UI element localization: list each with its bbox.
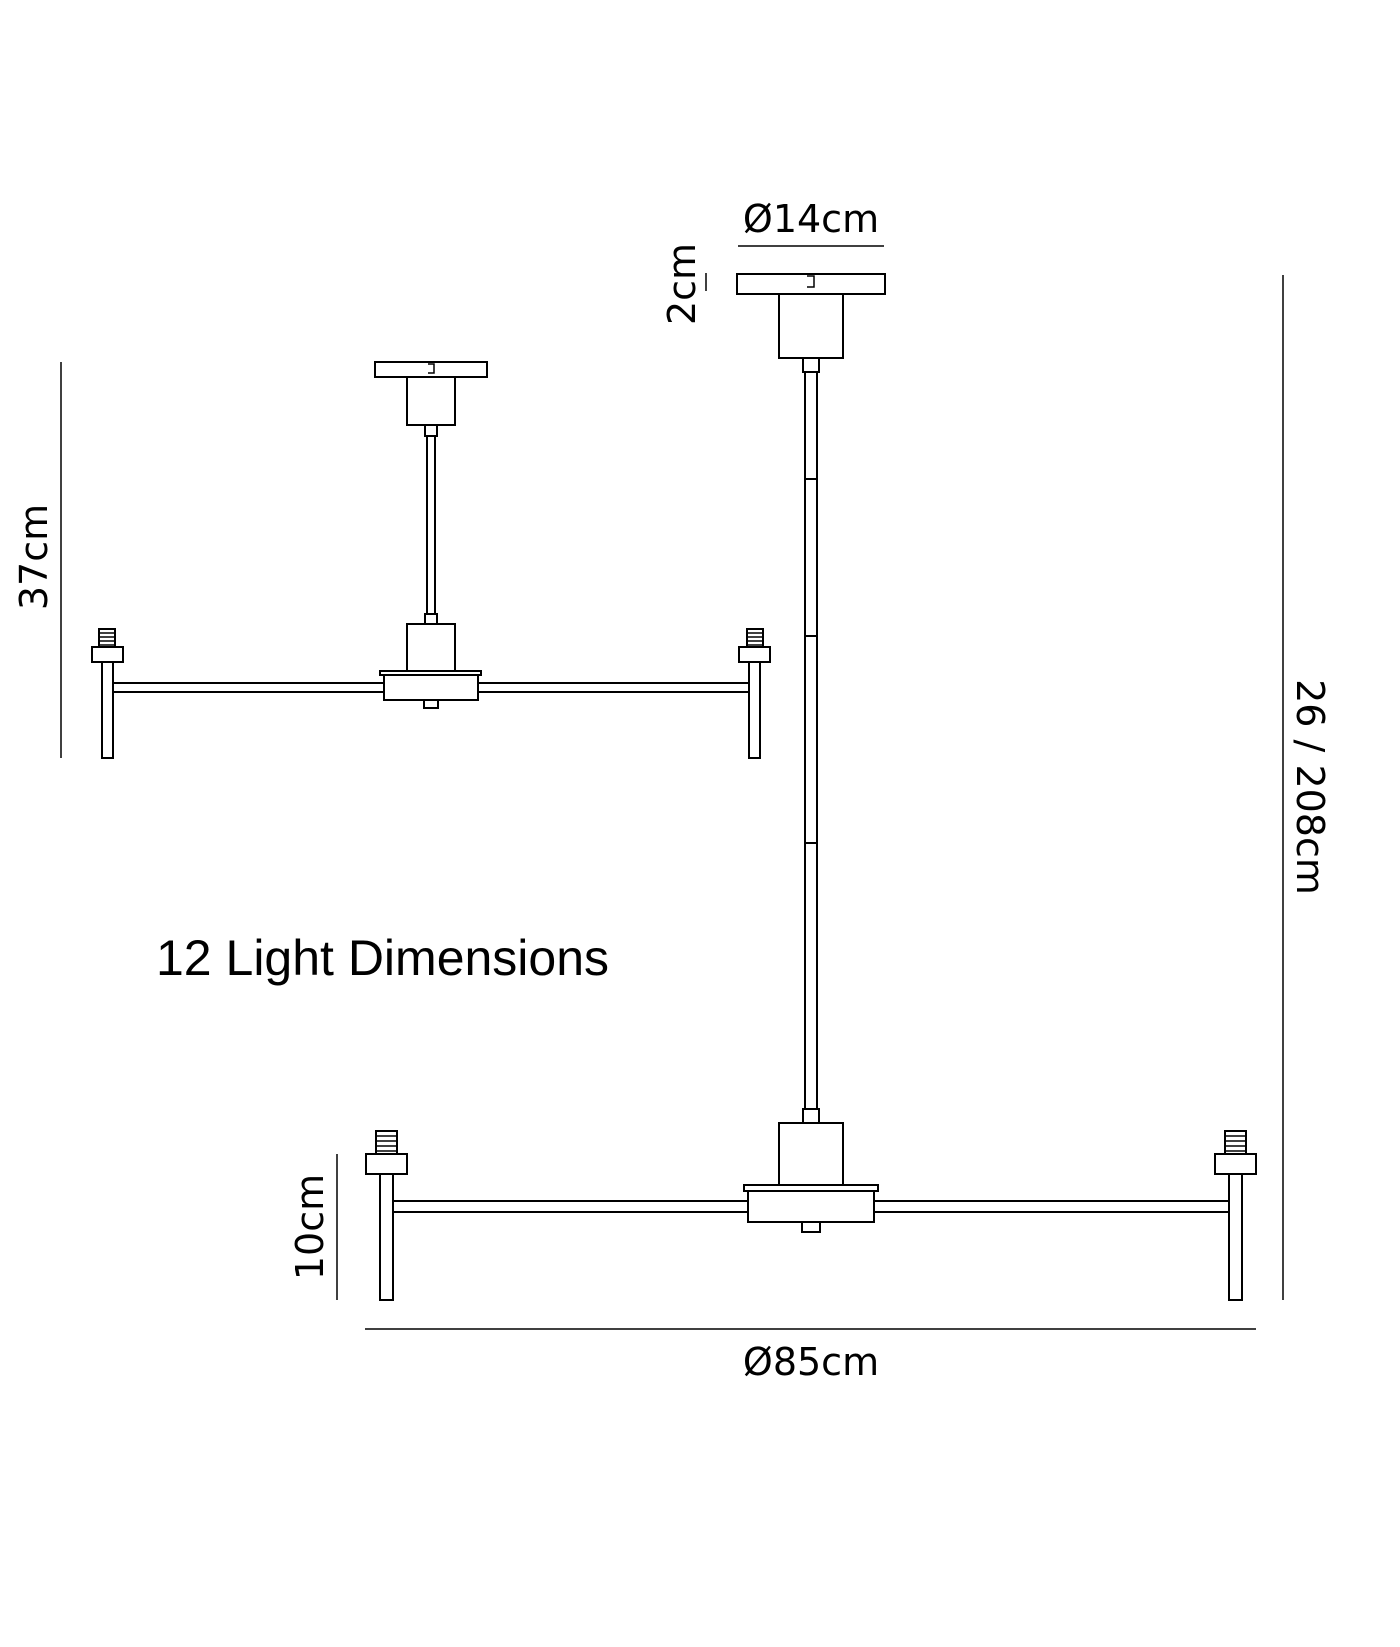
long-left-thread-lines xyxy=(376,1135,397,1152)
short-left-lamp-collar xyxy=(91,646,124,663)
long-drop-view xyxy=(336,245,1284,1330)
long-rod-segment-2 xyxy=(804,478,818,637)
short-left-lamp-stem xyxy=(101,661,114,759)
short-left-thread-lines xyxy=(99,632,115,646)
long-canopy-screw-mark xyxy=(807,275,815,288)
long-right-lamp-stem xyxy=(1228,1173,1243,1301)
long-hub xyxy=(747,1190,875,1223)
short-arm-left xyxy=(112,682,385,693)
short-right-thread-lines xyxy=(747,632,763,646)
long-central-body xyxy=(778,1122,844,1186)
short-right-lamp-stem xyxy=(748,661,761,759)
diagram-title: 12 Light Dimensions xyxy=(156,930,609,986)
long-arm-right xyxy=(873,1200,1230,1213)
short-drop-label: 37cm xyxy=(12,504,56,610)
short-drop-view xyxy=(60,361,771,759)
short-suspension-rod xyxy=(426,435,436,615)
long-rod-segment-1 xyxy=(804,371,818,480)
long-right-lamp-collar xyxy=(1214,1153,1257,1175)
canopy-diameter-label: Ø14cm xyxy=(743,197,879,241)
long-rod-segment-4 xyxy=(804,842,818,1110)
short-canopy-cup xyxy=(406,376,456,426)
canopy-height-label: 2cm xyxy=(660,243,704,325)
long-hub-finial xyxy=(801,1221,821,1233)
long-right-thread-lines xyxy=(1225,1135,1246,1152)
short-arm-right xyxy=(477,682,750,693)
long-rod-connector-top xyxy=(802,357,820,373)
overall-diameter-label: Ø85cm xyxy=(743,1340,879,1384)
short-hub-finial xyxy=(423,699,439,709)
short-central-body xyxy=(406,623,456,672)
long-rod-connector-bottom xyxy=(802,1108,820,1124)
overall-drop-label: 26 / 208cm xyxy=(1288,679,1332,895)
short-rod-connector-bottom xyxy=(424,613,438,625)
long-rod-segment-3 xyxy=(804,635,818,844)
long-canopy-plate xyxy=(736,273,886,295)
long-canopy-cup xyxy=(778,293,844,359)
arm-height-label: 10cm xyxy=(288,1174,332,1280)
short-right-lamp-collar xyxy=(738,646,771,663)
short-canopy-screw-mark xyxy=(428,363,435,374)
short-hub xyxy=(383,674,479,701)
long-arm-left xyxy=(392,1200,749,1213)
long-left-lamp-stem xyxy=(379,1173,394,1301)
long-left-lamp-collar xyxy=(365,1153,408,1175)
short-rod-connector-top xyxy=(424,424,438,437)
